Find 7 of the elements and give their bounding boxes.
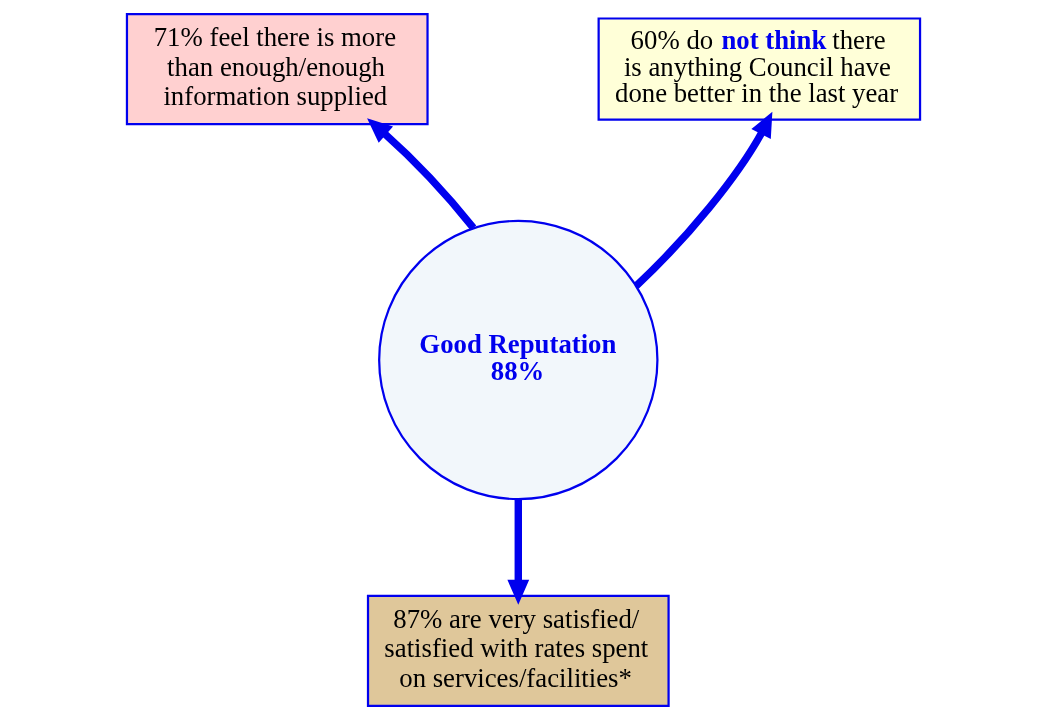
arrow: [633, 111, 772, 289]
node-box: 60% do not think there is anything Council have done better in the last year: [597, 17, 921, 121]
node-box: 71% feel there is more than enough/enough information supplied: [125, 12, 429, 126]
node-circle: Good Reputation 88%: [377, 219, 659, 501]
arrow: [366, 118, 476, 231]
arrow: [506, 499, 529, 605]
node-box: 87% are very satisfied/ satisfied with rates spent on services/facilities*: [366, 594, 670, 708]
